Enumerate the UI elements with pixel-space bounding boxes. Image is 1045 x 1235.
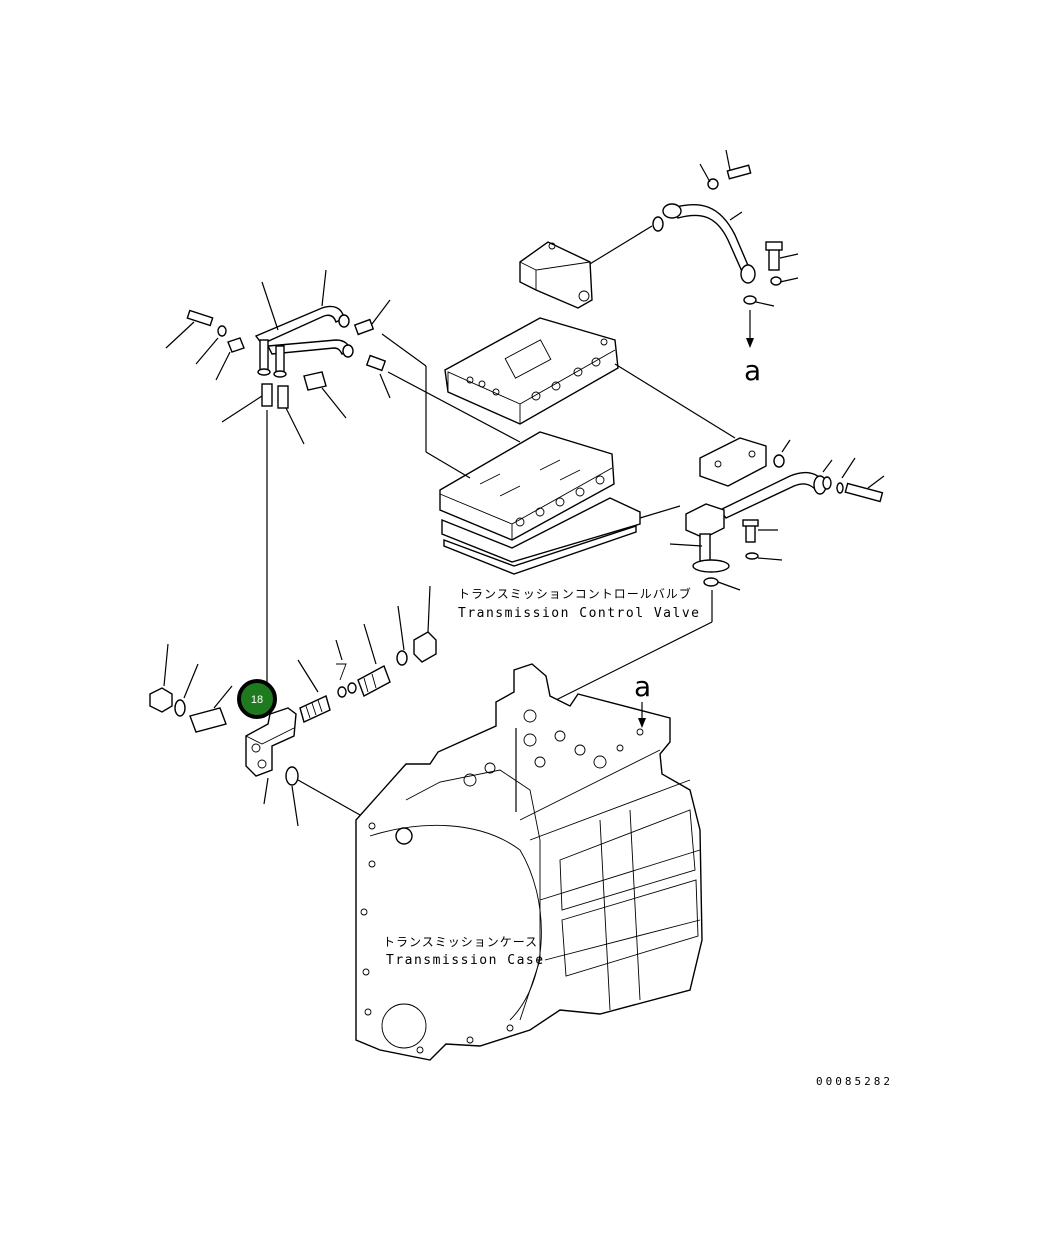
upper-right-pipe-group: a: [579, 149, 799, 387]
control-valve-label-en: Transmission Control Valve: [458, 606, 701, 621]
drawing-number: 00085282: [816, 1075, 893, 1088]
callout-badge-number: 18: [251, 694, 263, 706]
transmission-case: a: [355, 663, 703, 1061]
case-label-en: Transmission Case: [386, 953, 545, 968]
ref-a-case: a: [634, 670, 651, 703]
control-valve-lower-body: [439, 431, 681, 575]
control-valve-label-jp: トランスミッションコントロールバルブ: [458, 586, 692, 601]
top-cover-block: [519, 241, 593, 309]
callout-badge-18[interactable]: 18: [237, 679, 277, 719]
upper-left-pipe-group: [165, 269, 521, 690]
ref-a-top: a: [744, 354, 761, 387]
spool-parts-row: [149, 585, 437, 827]
case-label-jp: トランスミッションケース: [383, 935, 538, 949]
control-valve-upper-body: [444, 317, 736, 439]
right-bracket-pipe: [531, 437, 885, 713]
